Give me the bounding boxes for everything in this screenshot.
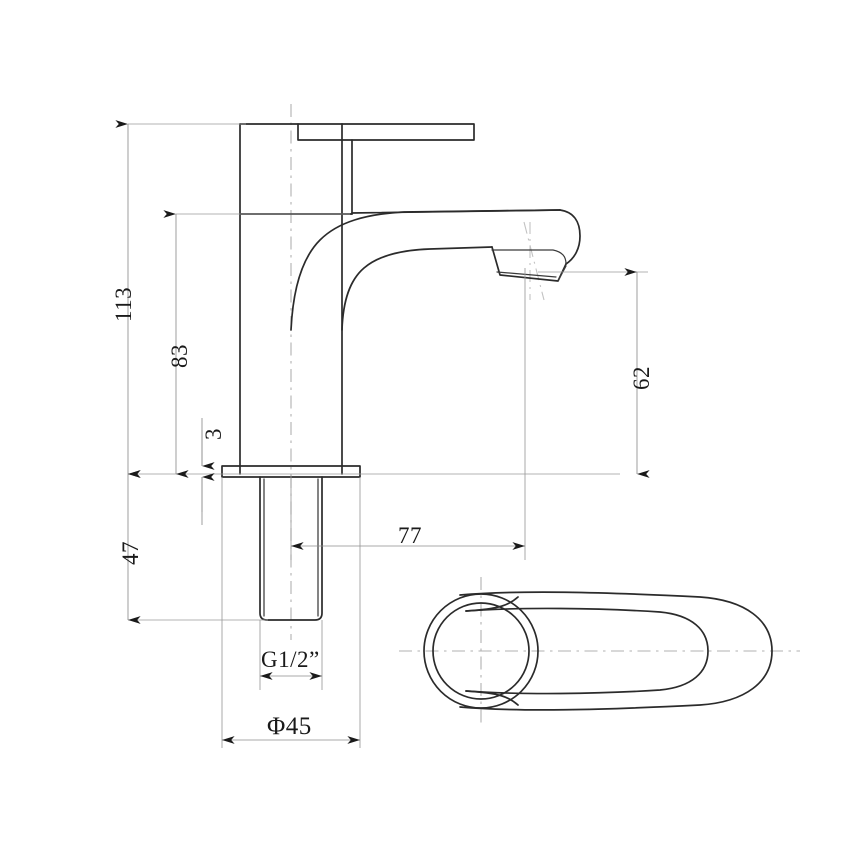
spout-top-surface xyxy=(351,209,561,214)
top-plan-view-geometry xyxy=(423,591,773,711)
aerator-housing xyxy=(491,246,567,282)
spout-inner-contour xyxy=(341,246,493,331)
lever-handle-outline xyxy=(297,123,475,141)
neck-transition-upper xyxy=(465,596,519,612)
aerator-axis xyxy=(523,221,545,301)
base-inner-circle xyxy=(432,602,530,700)
dim-label-outlet-height: 62 xyxy=(629,366,654,390)
spout-outline-top xyxy=(459,591,773,711)
dim-label-overall-height: 113 xyxy=(111,286,136,322)
dim-label-spout-height: 83 xyxy=(167,344,192,368)
aerator-edge-line xyxy=(557,265,567,282)
spout-inner-outline-top xyxy=(465,607,709,695)
aerator-shoulder xyxy=(491,249,567,265)
dimension-lines xyxy=(115,120,650,744)
front-elevation-geometry xyxy=(221,123,581,621)
spout-outer-contour xyxy=(290,209,561,331)
dim-label-spout-reach: 77 xyxy=(398,523,422,548)
aerator-inner-line xyxy=(496,271,557,278)
dim-label-base-diameter: Φ45 xyxy=(267,713,312,740)
threaded-shank-outline xyxy=(259,476,323,621)
neck-transition-lower xyxy=(465,690,519,706)
dim-label-shank-length: 47 xyxy=(118,541,143,565)
dim-label-flange-thickness: 3 xyxy=(201,428,226,440)
dim-label-thread-size: G1/2” xyxy=(261,647,320,672)
spout-tip-nose xyxy=(559,209,581,265)
centerlines xyxy=(290,104,800,727)
